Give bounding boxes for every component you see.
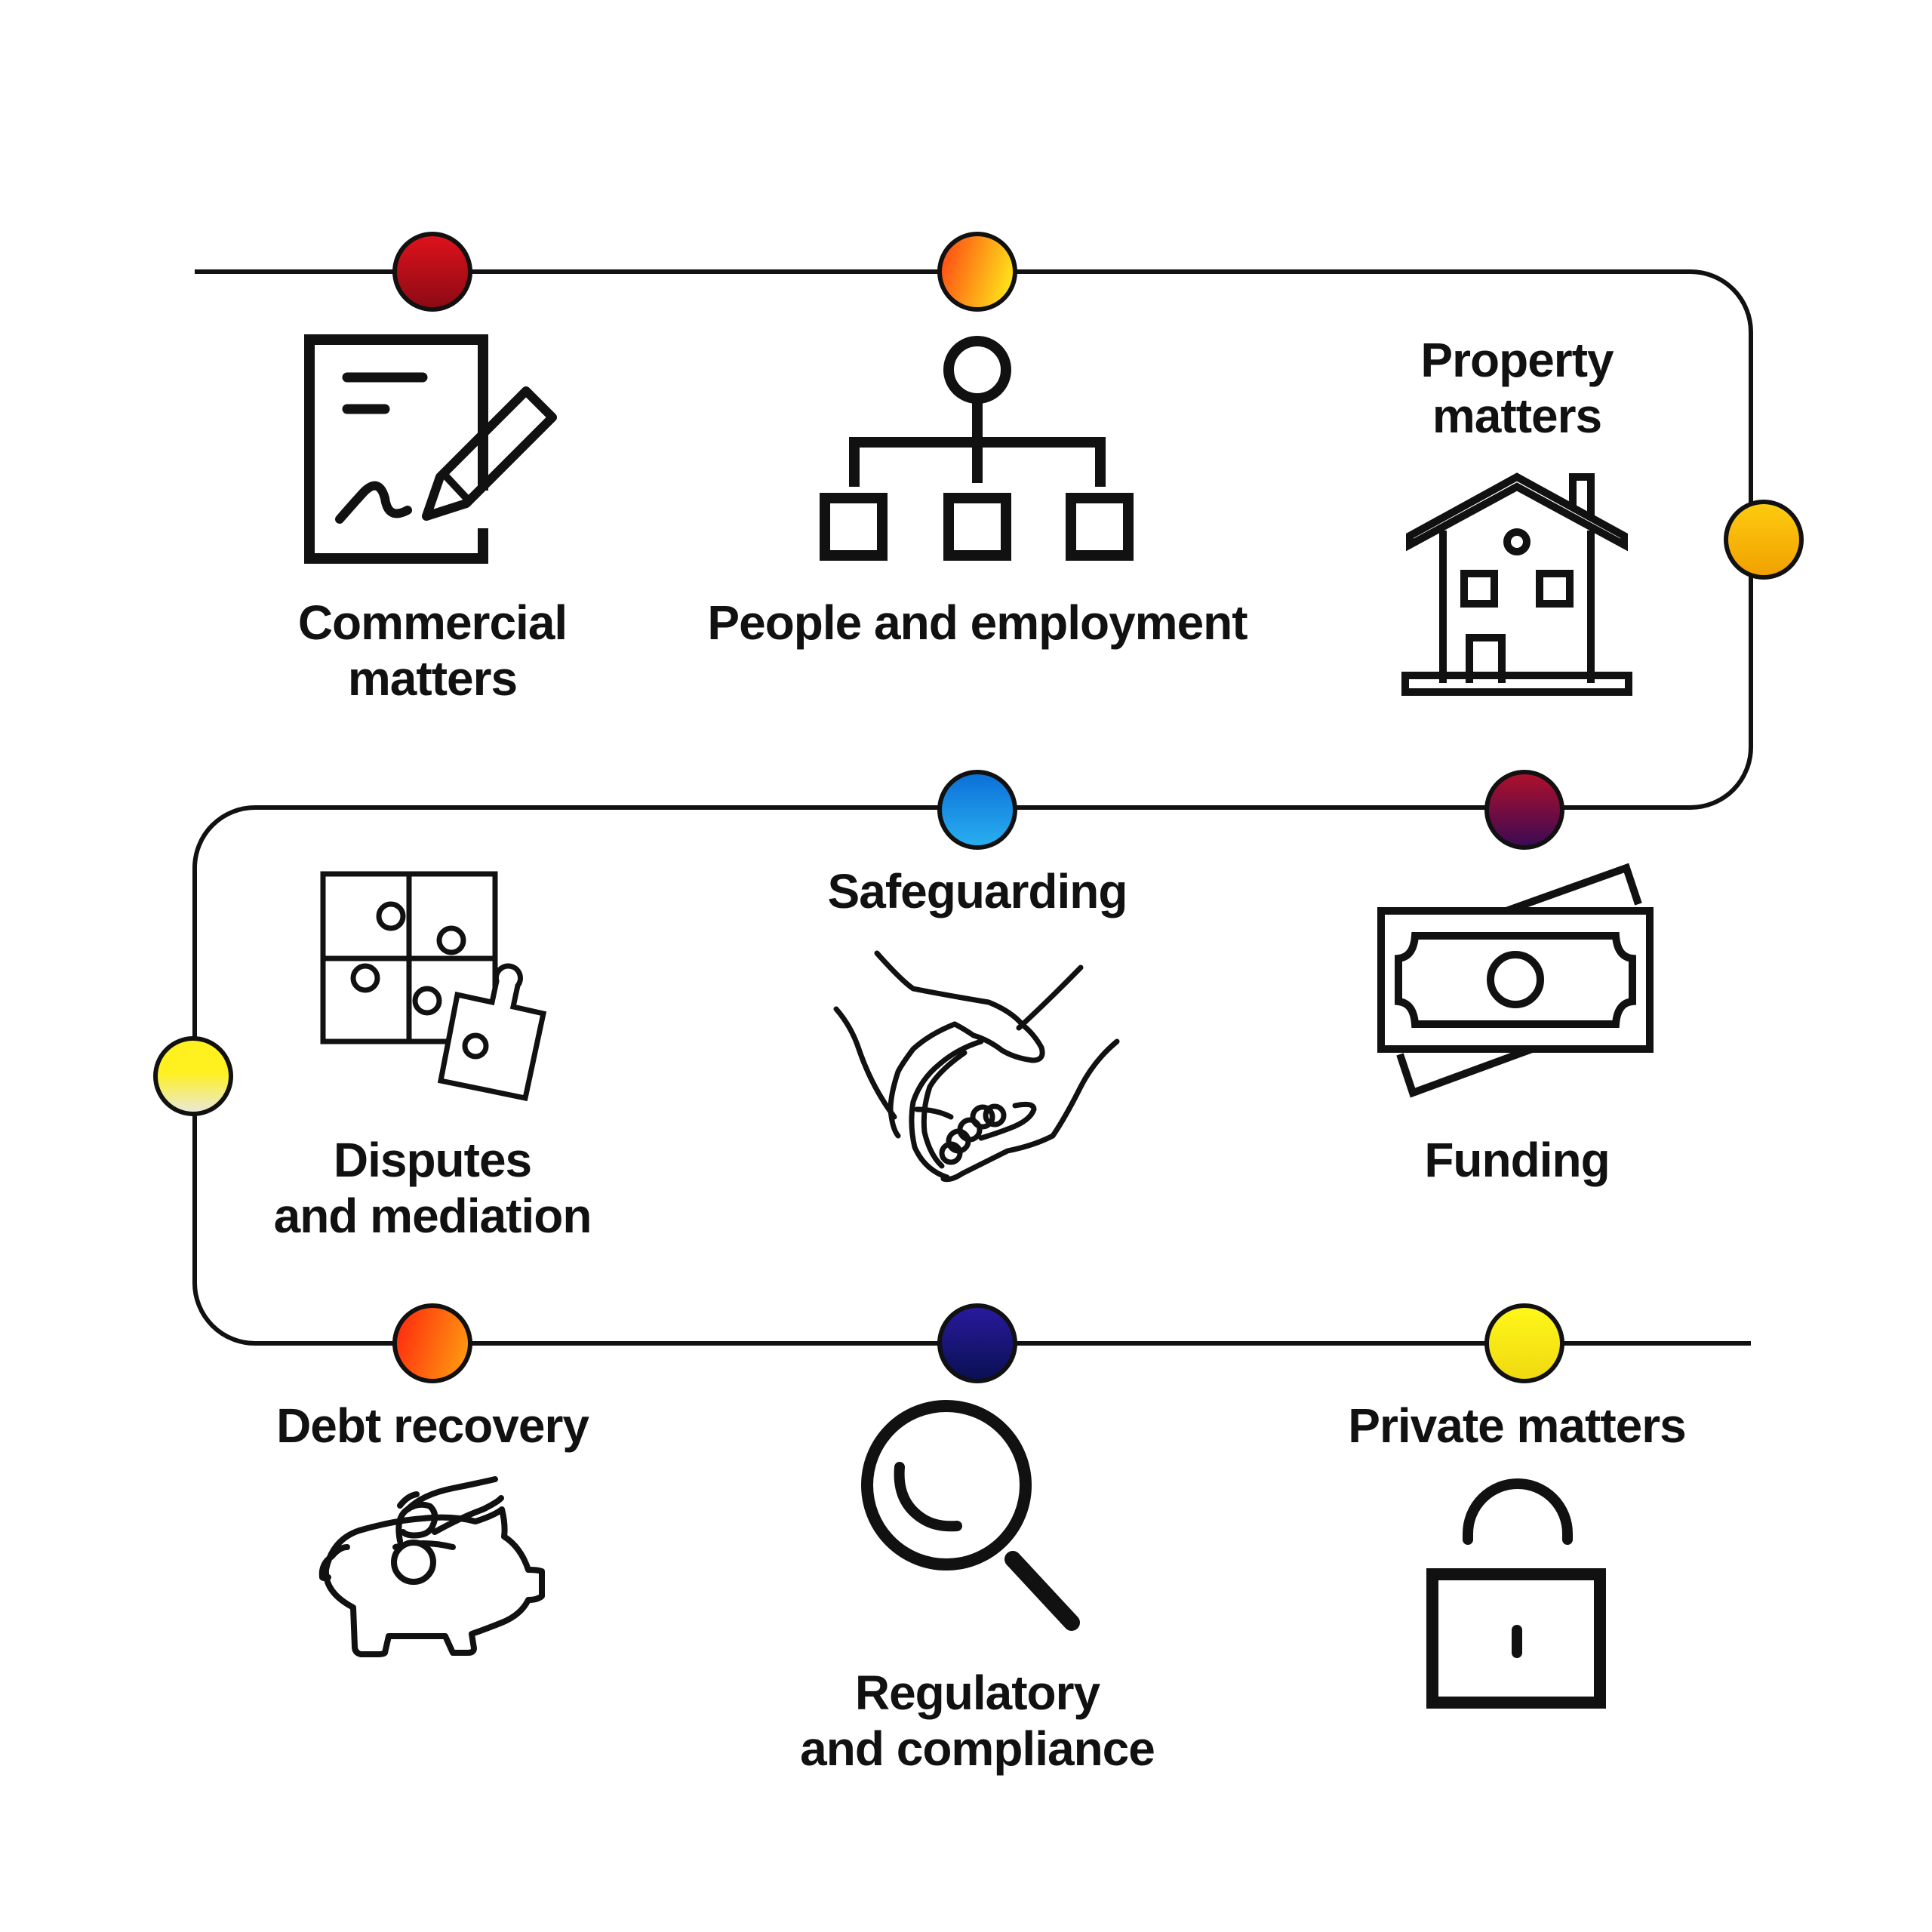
banknote-icon	[1377, 863, 1654, 1098]
route-dots	[153, 232, 1804, 1383]
dot-funding	[1484, 770, 1564, 850]
dot-debt	[392, 1303, 472, 1383]
dot-regulatory	[937, 1303, 1017, 1383]
label-regulatory-line-2: and compliance	[800, 1721, 1155, 1776]
label-commercial-line-1: Commercial	[297, 595, 568, 650]
label-people-line-1: People and employment	[707, 595, 1247, 650]
label-disputes-line-2: and mediation	[273, 1189, 592, 1243]
label-disputes-line-1: Disputes	[333, 1133, 532, 1187]
label-funding: Funding	[1328, 1132, 1706, 1188]
label-people: People and employment	[638, 595, 1317, 651]
label-debt-line-1: Debt recovery	[276, 1398, 589, 1453]
piggy-bank-icon	[318, 1476, 545, 1657]
label-private: Private matters	[1291, 1398, 1743, 1454]
label-property-line-2: matters	[1432, 389, 1602, 443]
dot-safeguarding	[937, 770, 1017, 850]
house-icon	[1401, 472, 1632, 696]
org-chart-icon	[820, 336, 1134, 561]
label-property-line-1: Property	[1420, 333, 1614, 387]
dot-people	[937, 232, 1017, 312]
label-debt: Debt recovery	[206, 1398, 659, 1454]
label-regulatory-line-1: Regulatory	[854, 1666, 1100, 1720]
holding-hands-icon	[833, 950, 1120, 1183]
magnifying-glass-icon	[861, 1400, 1080, 1631]
dot-property	[1724, 500, 1804, 580]
puzzle-icon	[320, 871, 547, 1102]
label-disputes: Disputes and mediation	[206, 1132, 659, 1244]
label-safeguarding-line-1: Safeguarding	[827, 864, 1128, 918]
label-private-line-1: Private matters	[1348, 1398, 1686, 1453]
label-commercial-line-2: matters	[347, 651, 518, 706]
label-regulatory: Regulatory and compliance	[751, 1665, 1204, 1777]
dot-private	[1484, 1303, 1564, 1383]
dot-disputes	[153, 1036, 233, 1116]
label-property: Property matters	[1328, 332, 1706, 444]
label-commercial: Commercial matters	[244, 595, 621, 706]
contract-signing-icon	[304, 334, 557, 564]
label-safeguarding: Safeguarding	[789, 863, 1166, 919]
dot-commercial	[392, 232, 472, 312]
label-funding-line-1: Funding	[1424, 1133, 1610, 1187]
padlock-icon	[1426, 1478, 1606, 1709]
